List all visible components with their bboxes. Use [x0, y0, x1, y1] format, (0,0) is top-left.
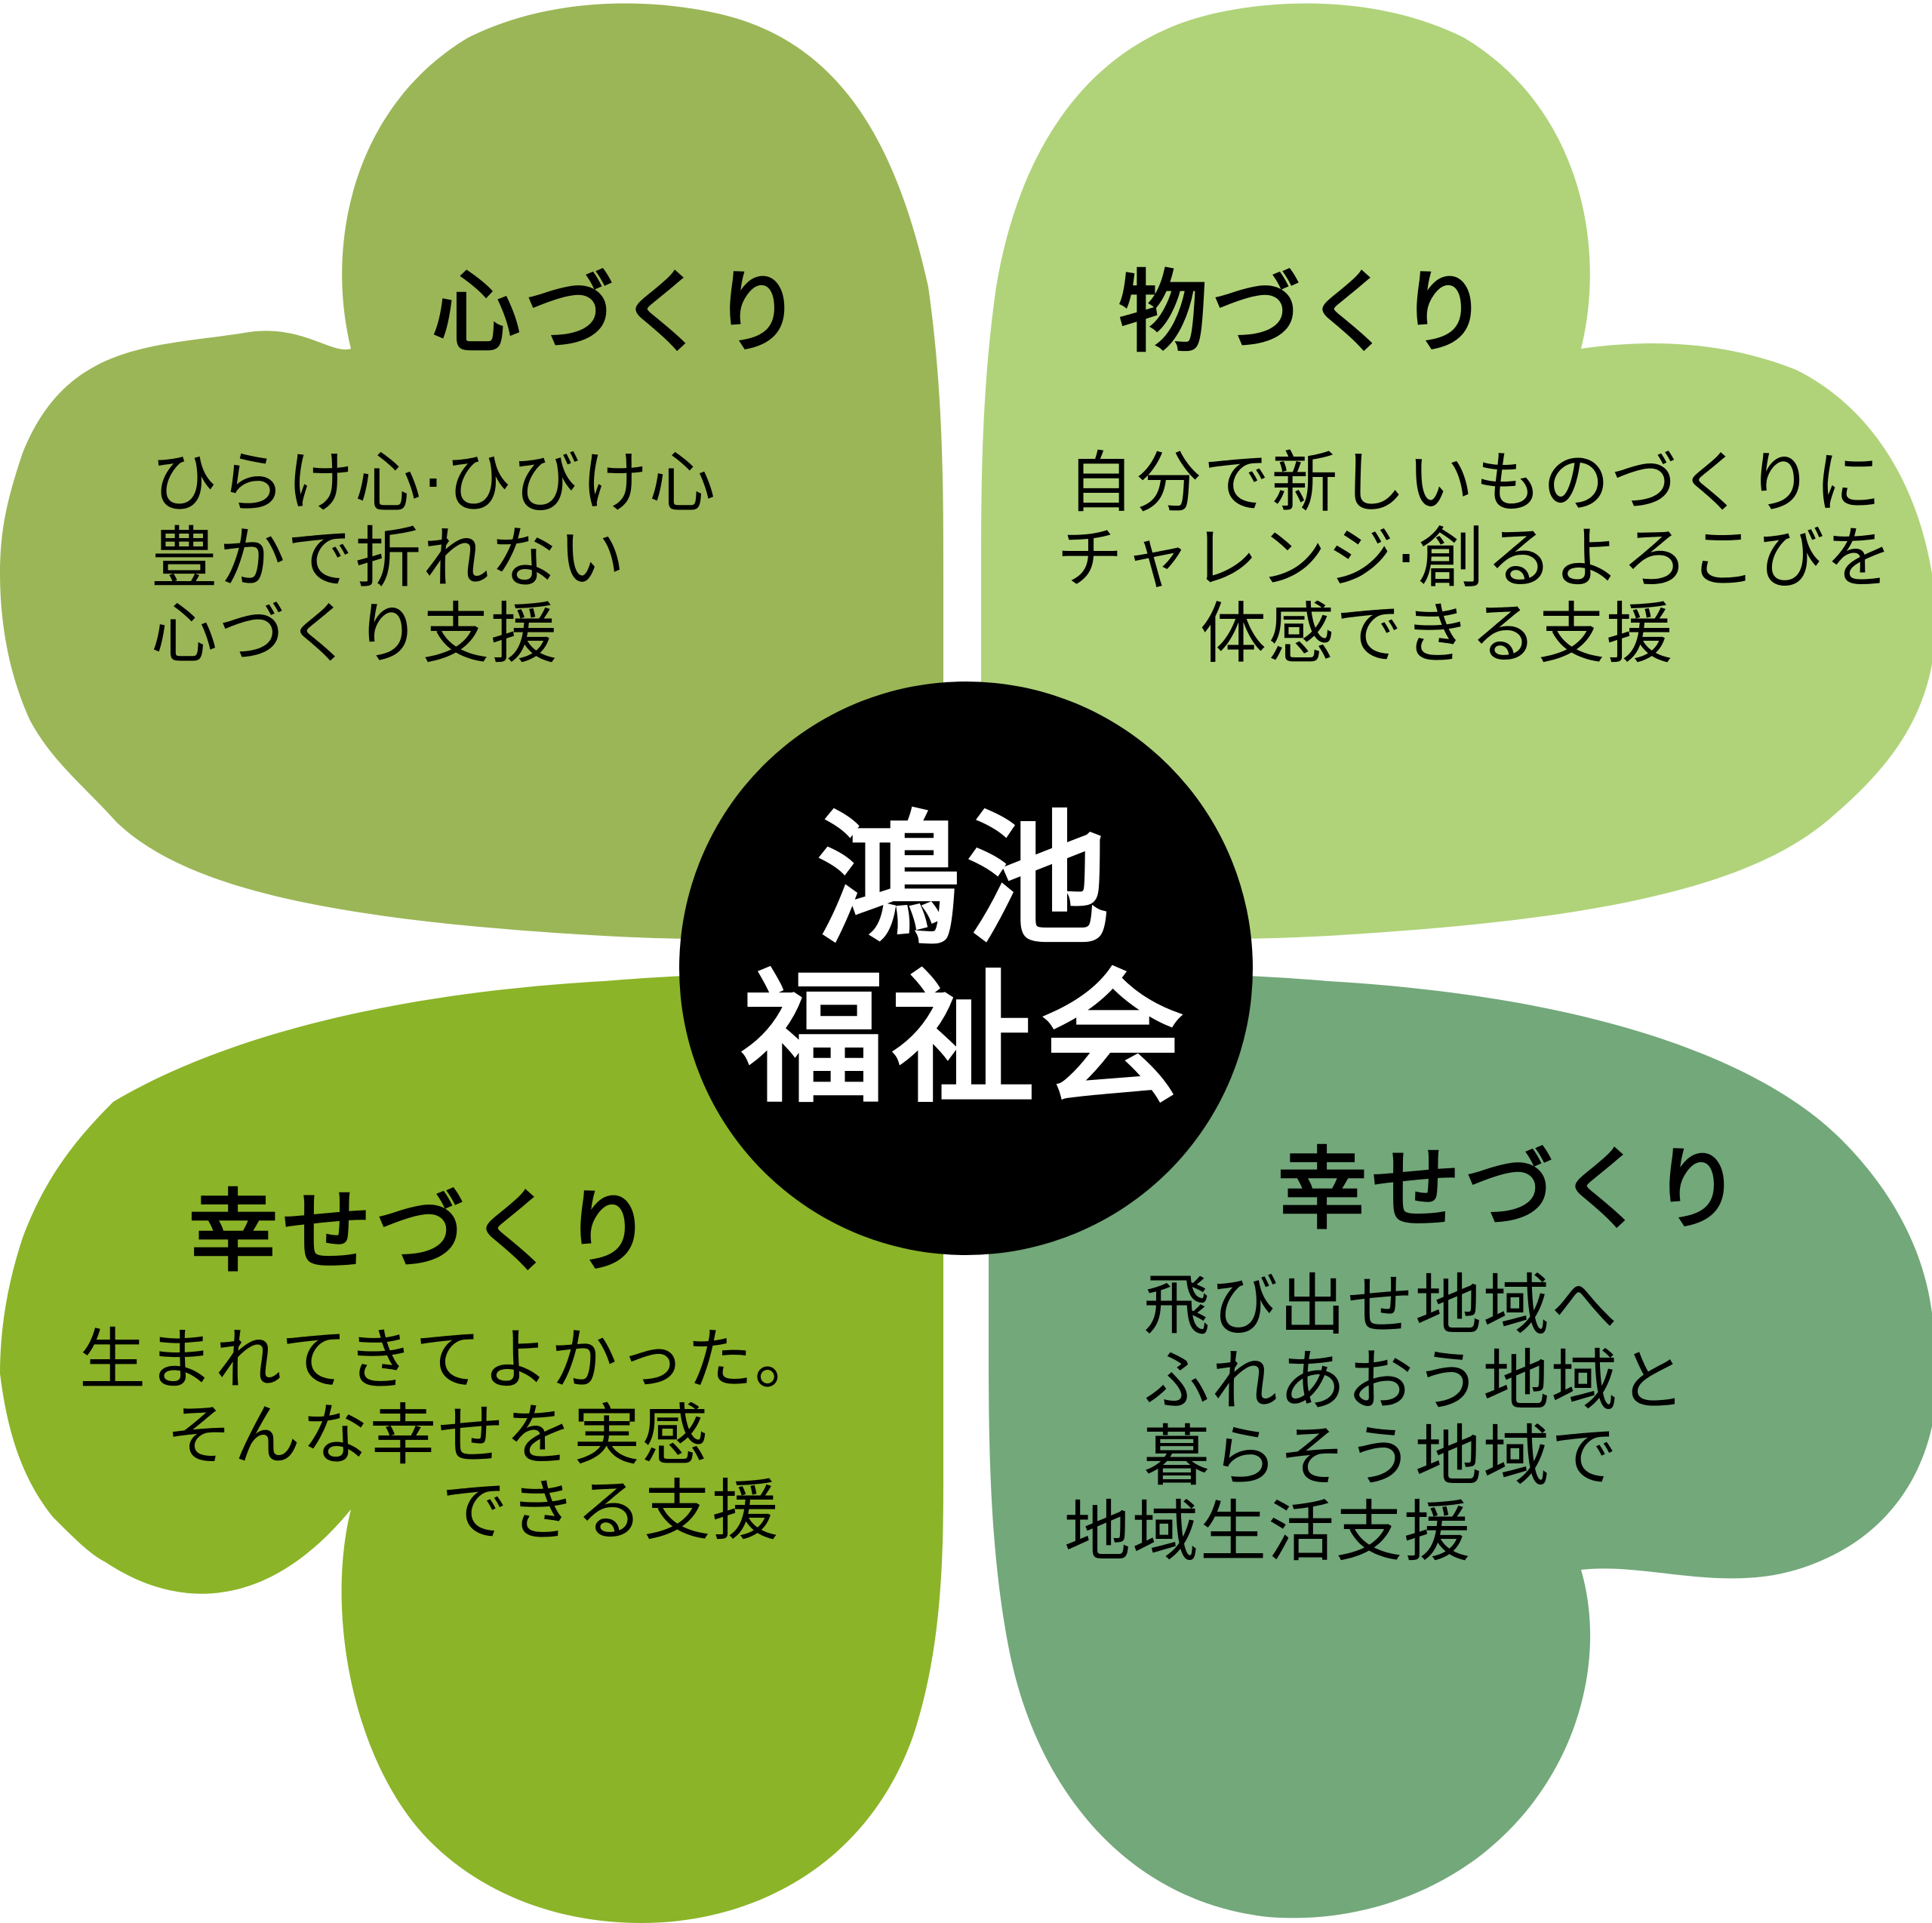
- body-line: ふれあおう地域と: [1143, 1342, 1687, 1420]
- body-line: 飛び出せ地域へ: [1143, 1266, 1620, 1344]
- body-line: ひらけ心·ひびけ心: [151, 444, 717, 522]
- petal-title-happiness-right: 幸せづくり: [1278, 1137, 1746, 1241]
- body-line: 自分で新しいものづくりに: [1067, 444, 1883, 522]
- org-name-line2: 福祉会: [741, 955, 1190, 1122]
- body-line: 豊かで折れない: [151, 519, 627, 597]
- petal-body-happiness-right: 飛び出せ地域へ ふれあおう地域と 暮らそう地域で 地域生活支援: [1064, 1268, 1687, 1570]
- body-line: 暮らそう地域で: [1143, 1417, 1620, 1495]
- organization-name: 鴻池 福祉会: [679, 802, 1253, 1118]
- org-name-line1: 鴻池: [816, 797, 1115, 964]
- petal-body-heart: ひらけ心·ひびけ心 豊かで折れない 心づくり支援: [151, 445, 717, 672]
- petal-title-happiness-left: 幸せづくり: [189, 1180, 657, 1284]
- petal-body-things: 自分で新しいものづくりに チャレンジ·創るよろこびを 体感できる支援: [1057, 445, 1894, 672]
- petal-title-heart: 心づくり: [432, 260, 807, 365]
- petal-bottom-right: [989, 974, 1932, 1918]
- body-line: チャレンジ·創るよろこびを: [1057, 519, 1894, 597]
- petal-title-things: 物づくり: [1118, 260, 1494, 365]
- body-line: 生まれてきてよかった。: [79, 1321, 823, 1398]
- petal-body-happiness-left: 生まれてきてよかった。 そんな幸せを実感 できる支援: [79, 1322, 823, 1549]
- body-line: 体感できる支援: [1200, 595, 1675, 672]
- petal-top-left: [0, 3, 943, 939]
- body-line: できる支援: [441, 1472, 780, 1549]
- petal-bottom-left: [0, 974, 943, 1923]
- petal-top-right: [981, 3, 1932, 939]
- center-circle: [679, 682, 1253, 1255]
- body-line: 地域生活支援: [1064, 1493, 1472, 1571]
- body-line: そんな幸せを実感: [166, 1396, 710, 1474]
- body-line: 心づくり支援: [151, 595, 559, 672]
